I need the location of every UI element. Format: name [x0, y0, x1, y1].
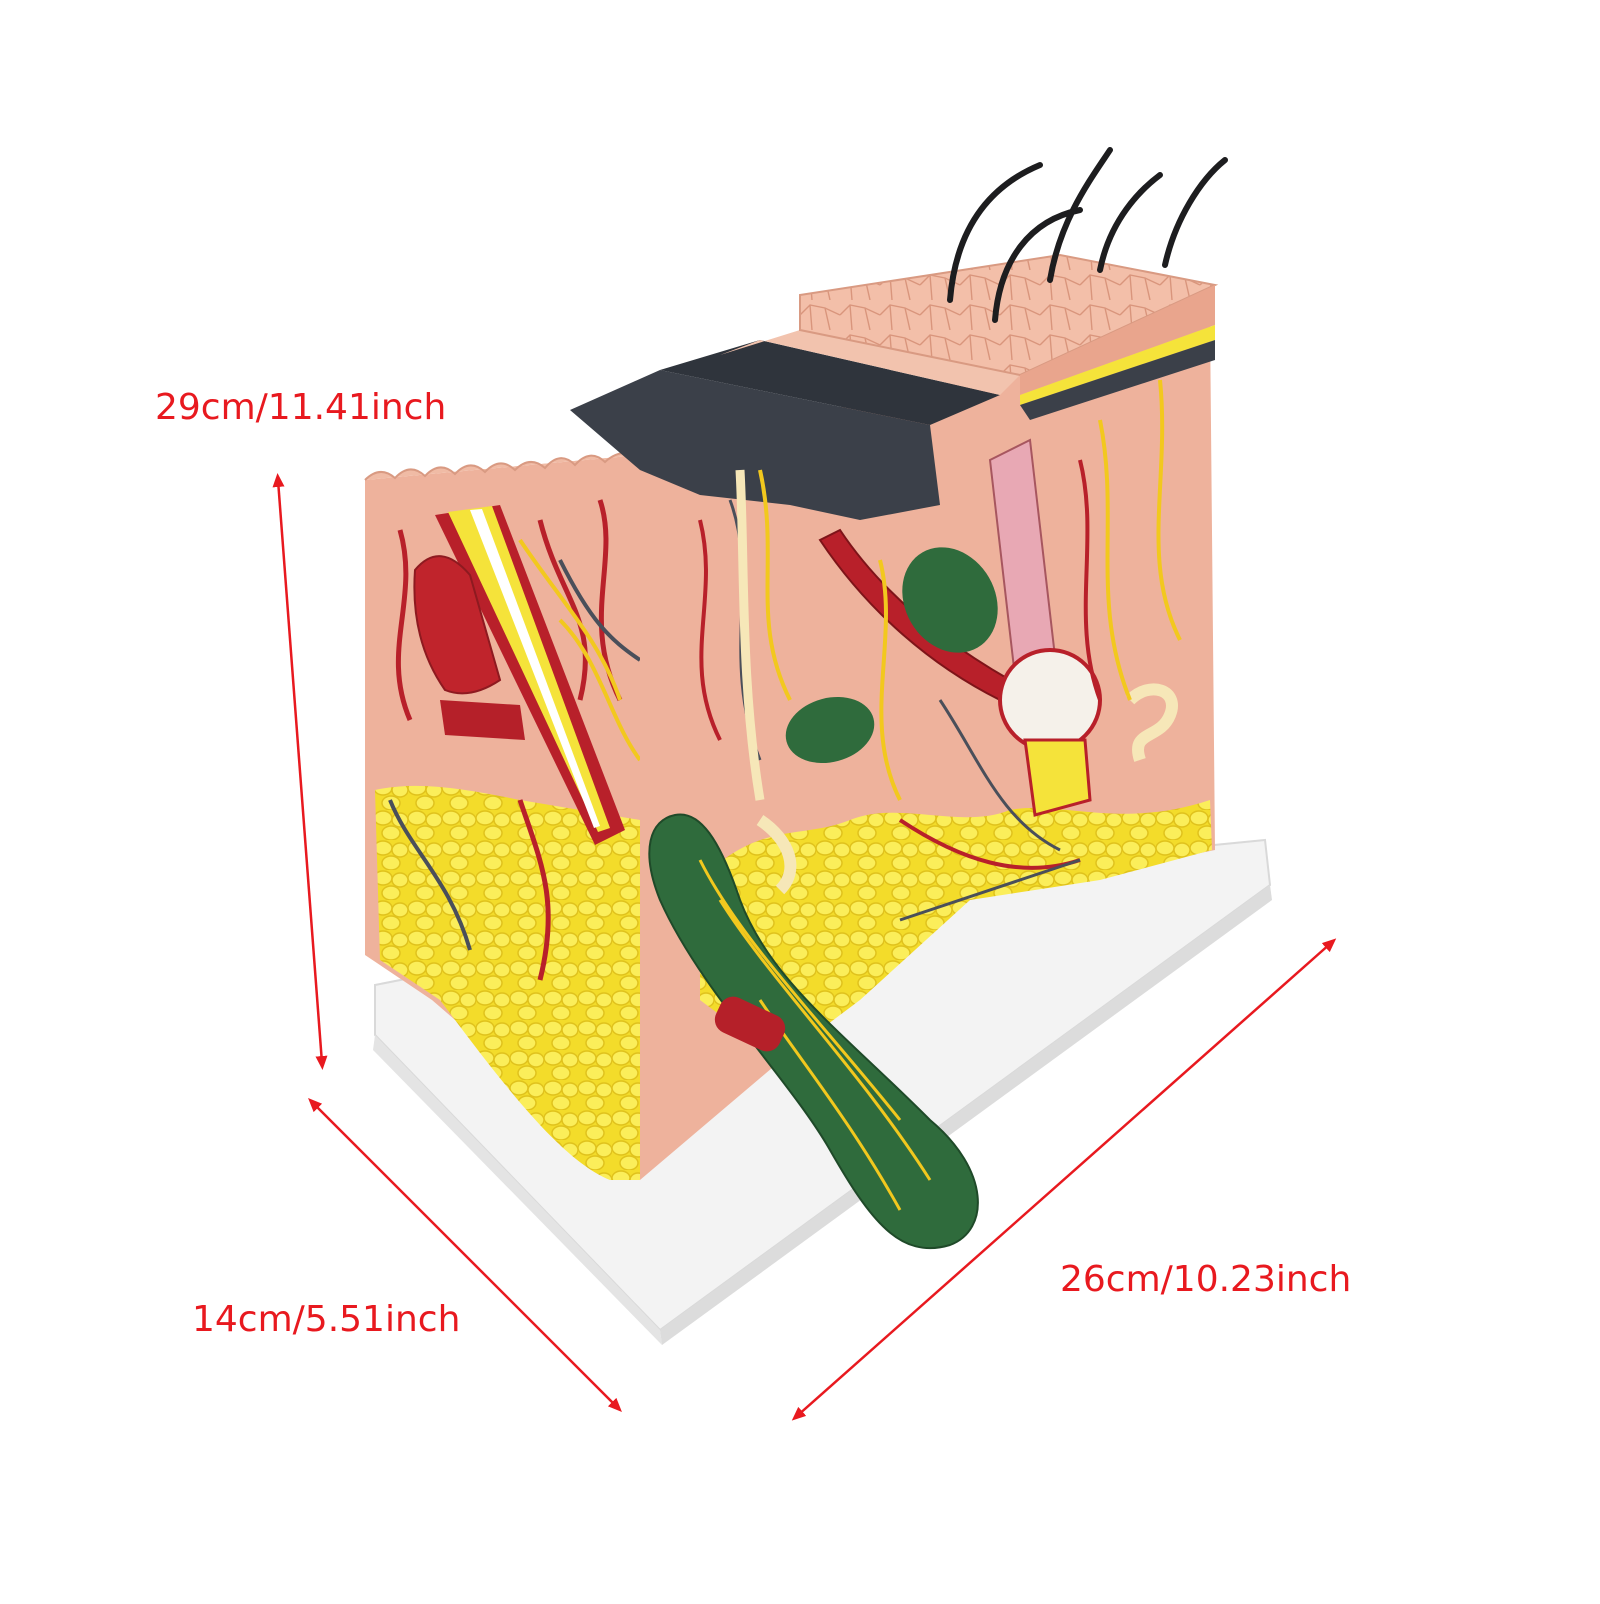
- depth-arrow: [308, 1098, 622, 1412]
- height-arrow: [272, 473, 328, 1070]
- width-dimension-label: 26cm/10.23inch: [1060, 1259, 1352, 1300]
- depth-dimension-label: 14cm/5.51inch: [192, 1299, 461, 1340]
- width-arrow: [791, 938, 1337, 1421]
- height-dimension-label: 29cm/11.41inch: [155, 387, 447, 428]
- left-block-face: [364, 451, 642, 1180]
- hair-strands: [947, 147, 1228, 323]
